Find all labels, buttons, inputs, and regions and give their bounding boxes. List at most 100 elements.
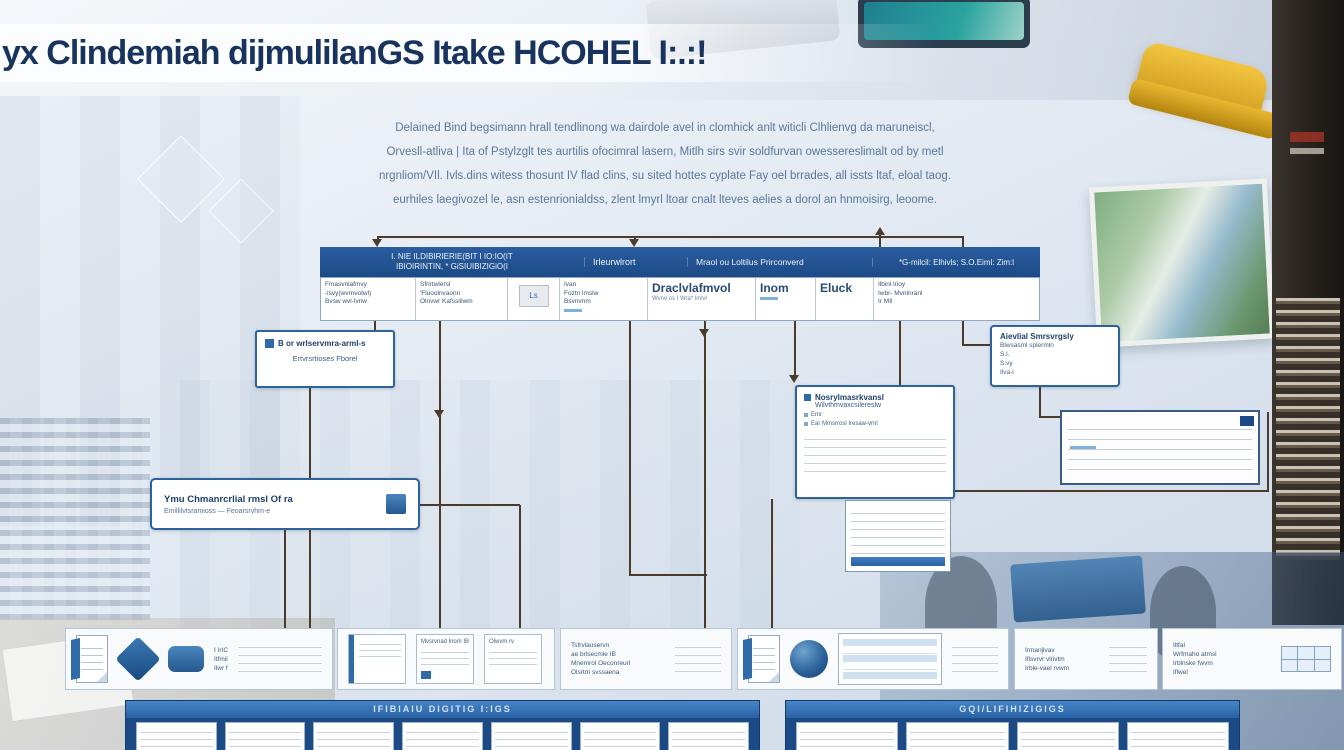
connector-line (962, 236, 964, 247)
flow-cell: Fmasvnlafmvy -lsvy(wvrnvotwl) Bvsw wvl-l… (321, 278, 416, 320)
highlight-row (843, 672, 937, 680)
connector-line (1039, 387, 1041, 418)
document-lines (1109, 640, 1147, 678)
node-item: Emr (811, 412, 822, 418)
blue-edge (349, 635, 354, 683)
bottom-panel-5: Irmanjlvav Iflsvrvr vlrivtm Irble-vael r… (1014, 628, 1158, 690)
bg-book-pages (1276, 298, 1340, 560)
thumbnail (313, 722, 395, 750)
thumbnail (490, 722, 572, 750)
title-banner: yx Clindemiah dijmulilanGS Itake HCOHEL … (0, 24, 935, 82)
cell-heading: Draclvlafmvol (652, 281, 731, 295)
document-lines (1068, 420, 1252, 472)
cell-text: Ilbinl lrioy (878, 281, 906, 288)
connector-line (704, 321, 706, 628)
thumbnail (579, 722, 661, 750)
bg-building-windows (0, 418, 150, 625)
connector-line (439, 321, 441, 628)
connector-line (629, 321, 631, 576)
document-line (843, 648, 937, 654)
bottom-panel-1: I IrIC Itfmil Ilwr f (65, 628, 333, 690)
flow-header-bar: I. NIE ILDIBIRIERIE(BIT I IO:IO(IT IBIOI… (320, 247, 1040, 277)
panel-text-line: Olwvm rv (489, 639, 514, 645)
panel-text: Tsfrvlauservn ae brlsecmle IB Mnemrol Oe… (571, 641, 665, 677)
panel-text-line: Irble-vael rvwm (1025, 664, 1070, 672)
panel-text-line: Olsrtm svssaena (571, 669, 620, 676)
document-lines (952, 640, 998, 678)
panel-text-line: ae brlsecmle IB (571, 651, 616, 658)
node-left-top: B or wrlservmra-arml-s Ertvrsrtioses Fbo… (255, 330, 395, 388)
document-lines (359, 639, 401, 657)
node-subtitle: Wilvthmvaxcsilereslw (815, 402, 882, 409)
bg-spine-label (1290, 132, 1324, 142)
thumbnail (668, 722, 750, 750)
bottom-section-left: IFIBIAIU DIGITIG I:IGS (125, 700, 760, 750)
panel-text-line: Iflwel (1173, 669, 1188, 676)
connector-line (378, 236, 964, 238)
cell-text: Bvsw wvl-lvnw (325, 298, 367, 305)
panel-text-line: Ilwr f (214, 664, 228, 672)
panel-text: Irmanjlvav Iflsvrvr vlrivtm Irble-vael r… (1025, 646, 1099, 673)
node-center: Nosrylmasrkvansl Wilvthmvaxcsilereslw Em… (795, 385, 955, 499)
node-subtitle: Emillilvtsramioss — Feoarsrvhm-e (164, 507, 271, 515)
flow-cell: Ivan Foztn lmslw Bsvnvnm (560, 278, 648, 320)
cell-text: Ir MIl (878, 298, 893, 305)
sphere-icon (790, 640, 828, 678)
cell-text: Ivan (564, 281, 577, 288)
arrow-down-icon (789, 375, 799, 383)
connector-line (879, 235, 881, 247)
panel-text-line: Iltfal (1173, 642, 1185, 649)
connector-line (420, 504, 520, 506)
cell-text: Foztn lmslw (564, 289, 599, 297)
document-lines (675, 640, 721, 678)
blue-badge-icon (265, 339, 274, 348)
connector-line (519, 505, 521, 628)
panel-text-line: Tsfrvlauservn (571, 642, 610, 649)
node-item: Blwsasml splermln (1000, 342, 1054, 349)
intro-line: Orvesll-atliva | Ita of Pstylzglt tes au… (386, 146, 944, 158)
folded-document-icon (76, 635, 108, 683)
intro-paragraph: Delained Bind begsimann hrall tendlinong… (312, 116, 1018, 212)
connector-line (377, 236, 379, 240)
bg-laptop-shape (1010, 555, 1146, 623)
thumbnail (796, 722, 899, 750)
blue-badge-icon (168, 646, 204, 672)
flow-cell: Inom (756, 278, 816, 320)
cell-text: Bsvnvnm (564, 298, 591, 305)
arrow-down-icon (372, 239, 382, 247)
connector-line (1267, 412, 1269, 492)
bg-map-photo (1088, 178, 1276, 348)
document-lines (753, 642, 775, 676)
document-lines (81, 642, 103, 676)
section-thumbnails (786, 718, 1239, 750)
intro-line: Delained Bind begsimann hrall tendlinong… (395, 122, 935, 134)
diamond-icon (115, 636, 161, 682)
image-placeholder-icon: Ls (518, 285, 549, 307)
section-title: GQI/LIFIHIZIGIGS (786, 701, 1239, 718)
flow-cell: Ilbinl lrioy Iwbr- Mvnlnranl Ir MIl (874, 278, 1039, 320)
flow-cell: Draclvlafmvol Wvrw os I Wra* lmlvl (648, 278, 756, 320)
node-title: Aievlial Smrsvrgsly (1000, 332, 1074, 341)
flow-header-segment: I. NIE ILDIBIRIERIE(BIT I IO:IO(IT IBIOI… (320, 252, 584, 272)
document-card: Mvsrvnad lnom IB (416, 634, 474, 684)
thumbnail (402, 722, 483, 750)
document-card (348, 634, 406, 684)
connector-line (962, 321, 964, 346)
thumbnail (906, 722, 1009, 750)
highlight-row (843, 638, 937, 646)
highlight-mark (1070, 446, 1096, 449)
arrow-down-icon (699, 329, 709, 337)
document-lines (238, 640, 322, 678)
node-item: S.l. (1000, 351, 1010, 358)
bottom-panel-6: Iltfal Wrfmaho atmsl Irblnske fwvm Iflwe… (1162, 628, 1342, 690)
highlight-row (843, 655, 937, 663)
intro-line: nrgnliom/VIl. Ivls.dins witess thosunt I… (378, 170, 952, 182)
bullet-icon (804, 422, 808, 426)
document-line (843, 664, 937, 671)
panel-text: I IrIC Itfmil Ilwr f (214, 646, 228, 673)
thumbnail (136, 722, 217, 750)
cell-text: Wvrw os I Wra* lmlvl (652, 296, 707, 302)
connector-line (899, 321, 901, 385)
document-lines (851, 506, 945, 554)
document-box-right (1060, 410, 1260, 485)
